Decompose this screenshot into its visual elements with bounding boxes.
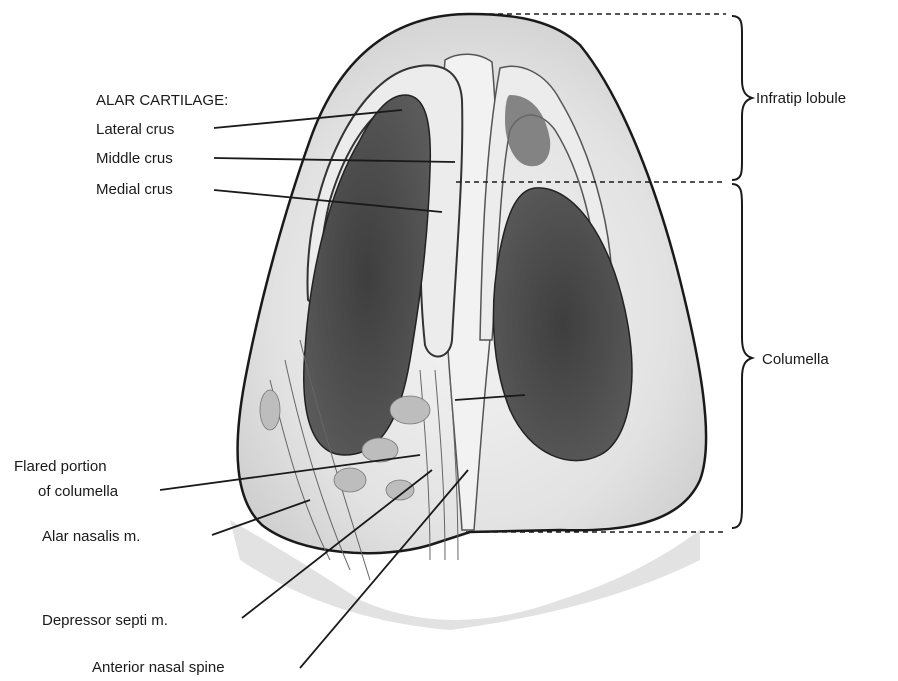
columella-label: Columella (762, 351, 829, 368)
alar-cartilage-heading: ALAR CARTILAGE: (96, 92, 228, 109)
medial-crus-label: Medial crus (96, 181, 173, 198)
columella-brace (732, 184, 752, 528)
infratip-brace (732, 16, 752, 180)
flared-portion-label: Flared portion (14, 458, 107, 475)
anterior-nasal-spine-label: Anterior nasal spine (92, 659, 225, 676)
alar-nasalis-label: Alar nasalis m. (42, 528, 140, 545)
middle-crus-label: Middle crus (96, 150, 173, 167)
lateral-crus-label: Lateral crus (96, 121, 174, 138)
depressor-septi-label: Depressor septi m. (42, 612, 168, 629)
infratip-lobule-label: Infratip lobule (756, 90, 846, 107)
of-columella-label: of columella (38, 483, 119, 500)
